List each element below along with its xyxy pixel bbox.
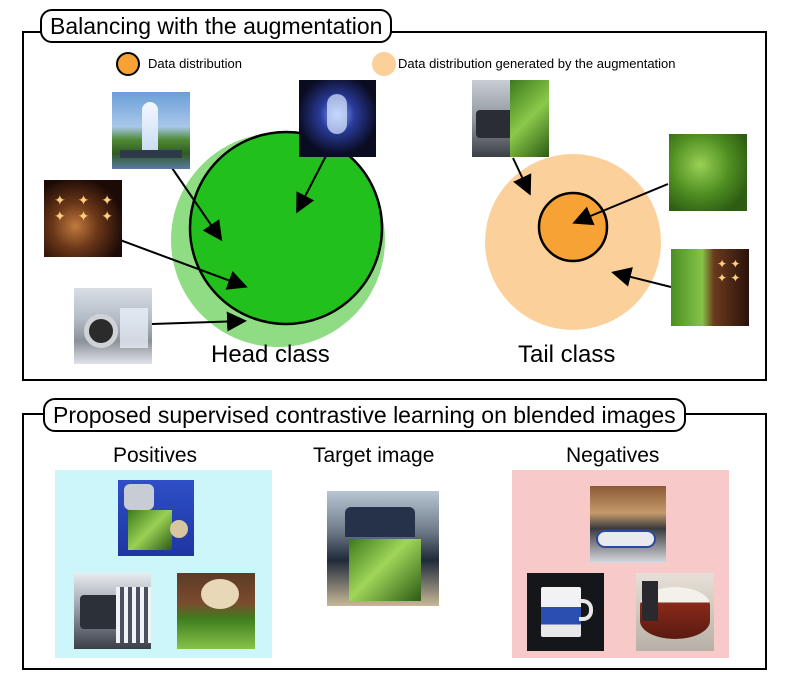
arrow-tail-broccoli	[572, 183, 669, 226]
positive-dog-image	[177, 573, 255, 649]
arrow-lights	[119, 239, 248, 290]
tail-class-label: Tail class	[518, 341, 616, 368]
target-image-label: Target image	[313, 444, 435, 467]
negative-dog-airplane-image	[590, 486, 666, 563]
legend-augmented-dot	[372, 52, 396, 76]
car-splash-image	[74, 288, 152, 364]
truck-broccoli-image	[472, 80, 549, 157]
arrow-car	[151, 311, 247, 332]
arrow-fountain-a	[171, 167, 223, 242]
arrow-tail-mixed	[611, 267, 672, 288]
negative-mug-image	[527, 573, 604, 651]
negative-drum-image	[636, 573, 714, 651]
negatives-label: Negatives	[566, 444, 660, 467]
legend-original-label: Data distribution	[148, 56, 242, 71]
tail-distribution-circle	[537, 191, 609, 263]
fountain-lights-image: ✦ ✦ ✦✦ ✦ ✦	[44, 180, 122, 257]
arrow-fountain-b	[296, 151, 329, 214]
positive-truck-image	[74, 573, 151, 649]
contrastive-panel-title: Proposed supervised contrastive learning…	[43, 398, 686, 432]
broccoli-lights-image: ✦ ✦✦ ✦	[671, 249, 749, 326]
positive-robot-broccoli-image	[118, 480, 194, 556]
positives-label: Positives	[113, 444, 198, 467]
head-class-label: Head class	[211, 341, 330, 368]
augmentation-panel-title: Balancing with the augmentation	[40, 9, 393, 43]
legend-augmented-label: Data distribution generated by the augme…	[398, 56, 676, 71]
head-distribution-circle	[188, 130, 384, 326]
legend-original-dot	[116, 52, 140, 76]
arrow-tail-truck	[512, 157, 532, 196]
target-truck-broccoli-image	[327, 491, 439, 606]
fountain-day-image	[112, 92, 190, 169]
broccoli-image	[669, 134, 747, 211]
fountain-night-image	[299, 80, 376, 157]
